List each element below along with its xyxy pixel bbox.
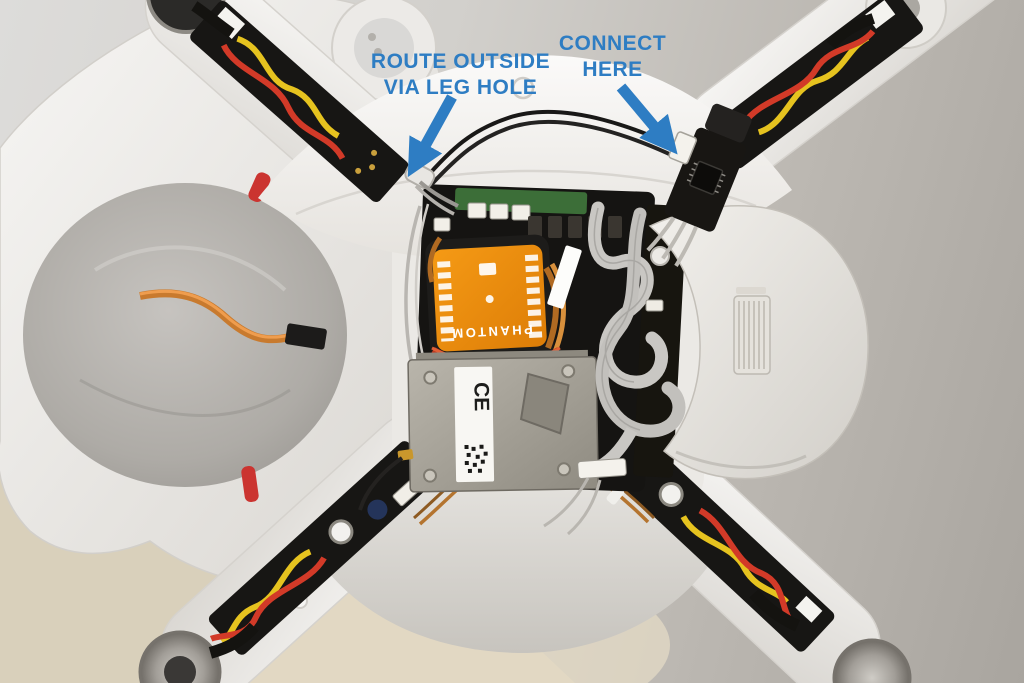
flight-controller: PHANTOM (425, 234, 554, 362)
shield-screw (423, 370, 438, 385)
pin-connector (511, 204, 531, 221)
servo-cable-orange (139, 289, 291, 344)
esc-board-bottom-right (620, 448, 835, 652)
wire-yellow (220, 548, 312, 645)
fabric-wrinkle (79, 378, 291, 417)
electronics-stack: PHANTOM CE (358, 184, 687, 536)
grommet-wire-grey (414, 184, 455, 216)
shell-motor-ring-hole (354, 18, 414, 78)
wire-yellow (680, 515, 790, 605)
annotation-connect-line2: HERE (582, 58, 643, 82)
pin-connector (467, 202, 487, 219)
solder-pad (369, 164, 376, 171)
annotation-route-line1: ROUTE OUTSIDE (370, 50, 551, 73)
route-outside-arrow (407, 94, 457, 178)
module-chip (689, 160, 724, 195)
side-connector (645, 299, 664, 312)
battery-cover-shadow (675, 450, 807, 469)
solder-pad (371, 149, 378, 156)
antenna-cable (358, 456, 404, 511)
ce-mark-text: CE (469, 382, 493, 412)
shell-red-stripe (241, 465, 259, 503)
ribbon-sticker (547, 245, 582, 309)
servo-wires (427, 236, 443, 283)
esc-hole (328, 519, 354, 545)
nylon-standoff (650, 246, 670, 266)
esc-board-top-left (190, 0, 409, 202)
wire-yellow (236, 35, 340, 139)
motor-bottom-left-hub (164, 656, 196, 683)
esc-sticker (212, 6, 246, 40)
chip-pins (686, 162, 726, 194)
ring-screw (374, 48, 382, 56)
ribbon-cable-rib (593, 207, 648, 383)
motor-bottom-right (832, 638, 912, 683)
wire-red (220, 43, 346, 160)
servo-cable-connector (284, 323, 327, 350)
shield-screw (423, 468, 438, 483)
pin-connector (433, 217, 451, 232)
servo-wires (549, 262, 566, 355)
qr-code (464, 444, 488, 473)
esc-hole (658, 481, 684, 507)
shield-screw (556, 462, 571, 477)
annotation-route-line2: VIA LEG HOLE (383, 76, 538, 100)
metal-shield-box: CE (407, 349, 599, 493)
esc-board-top-right (708, 0, 923, 169)
motor-wire-black (208, 622, 259, 659)
green-pcb (454, 187, 588, 215)
fabric-wrinkle (93, 245, 287, 292)
grey-fan-wire (543, 477, 590, 528)
annotation-connect-here: CONNECT HERE (535, 31, 690, 83)
module-pin-wires (646, 216, 699, 267)
screw-hole (511, 76, 535, 100)
controller-brand-text: PHANTOM (450, 322, 534, 341)
battery-latch (733, 287, 771, 375)
dji-logo (478, 262, 497, 276)
wire-red (209, 556, 327, 642)
shell-liner-fabric (23, 183, 347, 487)
module-heatshrink (705, 103, 752, 143)
wire-red (698, 507, 792, 620)
motor-wire-black (191, 1, 235, 38)
shield-screw (561, 364, 576, 379)
solder-pad (355, 167, 362, 174)
wire-yellow (757, 35, 870, 136)
ribbon-connector (577, 458, 627, 479)
grey-fan-wire (567, 479, 602, 536)
shield-cutout (519, 372, 570, 435)
annotation-arrows (407, 83, 678, 178)
servo-cable-highlight (139, 289, 291, 339)
annotation-route-outside: ROUTE OUTSIDE VIA LEG HOLE (358, 49, 563, 101)
ribbon-cable-rib (601, 213, 641, 431)
battery-cover (648, 204, 869, 480)
grommet-wire-grey (418, 180, 459, 208)
controller-pin-labels-right (524, 254, 543, 340)
motor-wire-black (826, 13, 876, 49)
annotation-connect-line1: CONNECT (558, 32, 667, 55)
controller-center-dot (485, 295, 494, 304)
motor-wire-black (749, 589, 801, 632)
shell-red-stripe (248, 172, 271, 203)
connect-here-arrow (616, 83, 678, 155)
esc-emblem (367, 499, 388, 520)
wire-red (741, 29, 876, 125)
esc-sticker (795, 595, 823, 623)
controller-pin-labels-left (437, 261, 455, 342)
pin-connector (489, 203, 509, 220)
ring-screw (368, 33, 376, 41)
